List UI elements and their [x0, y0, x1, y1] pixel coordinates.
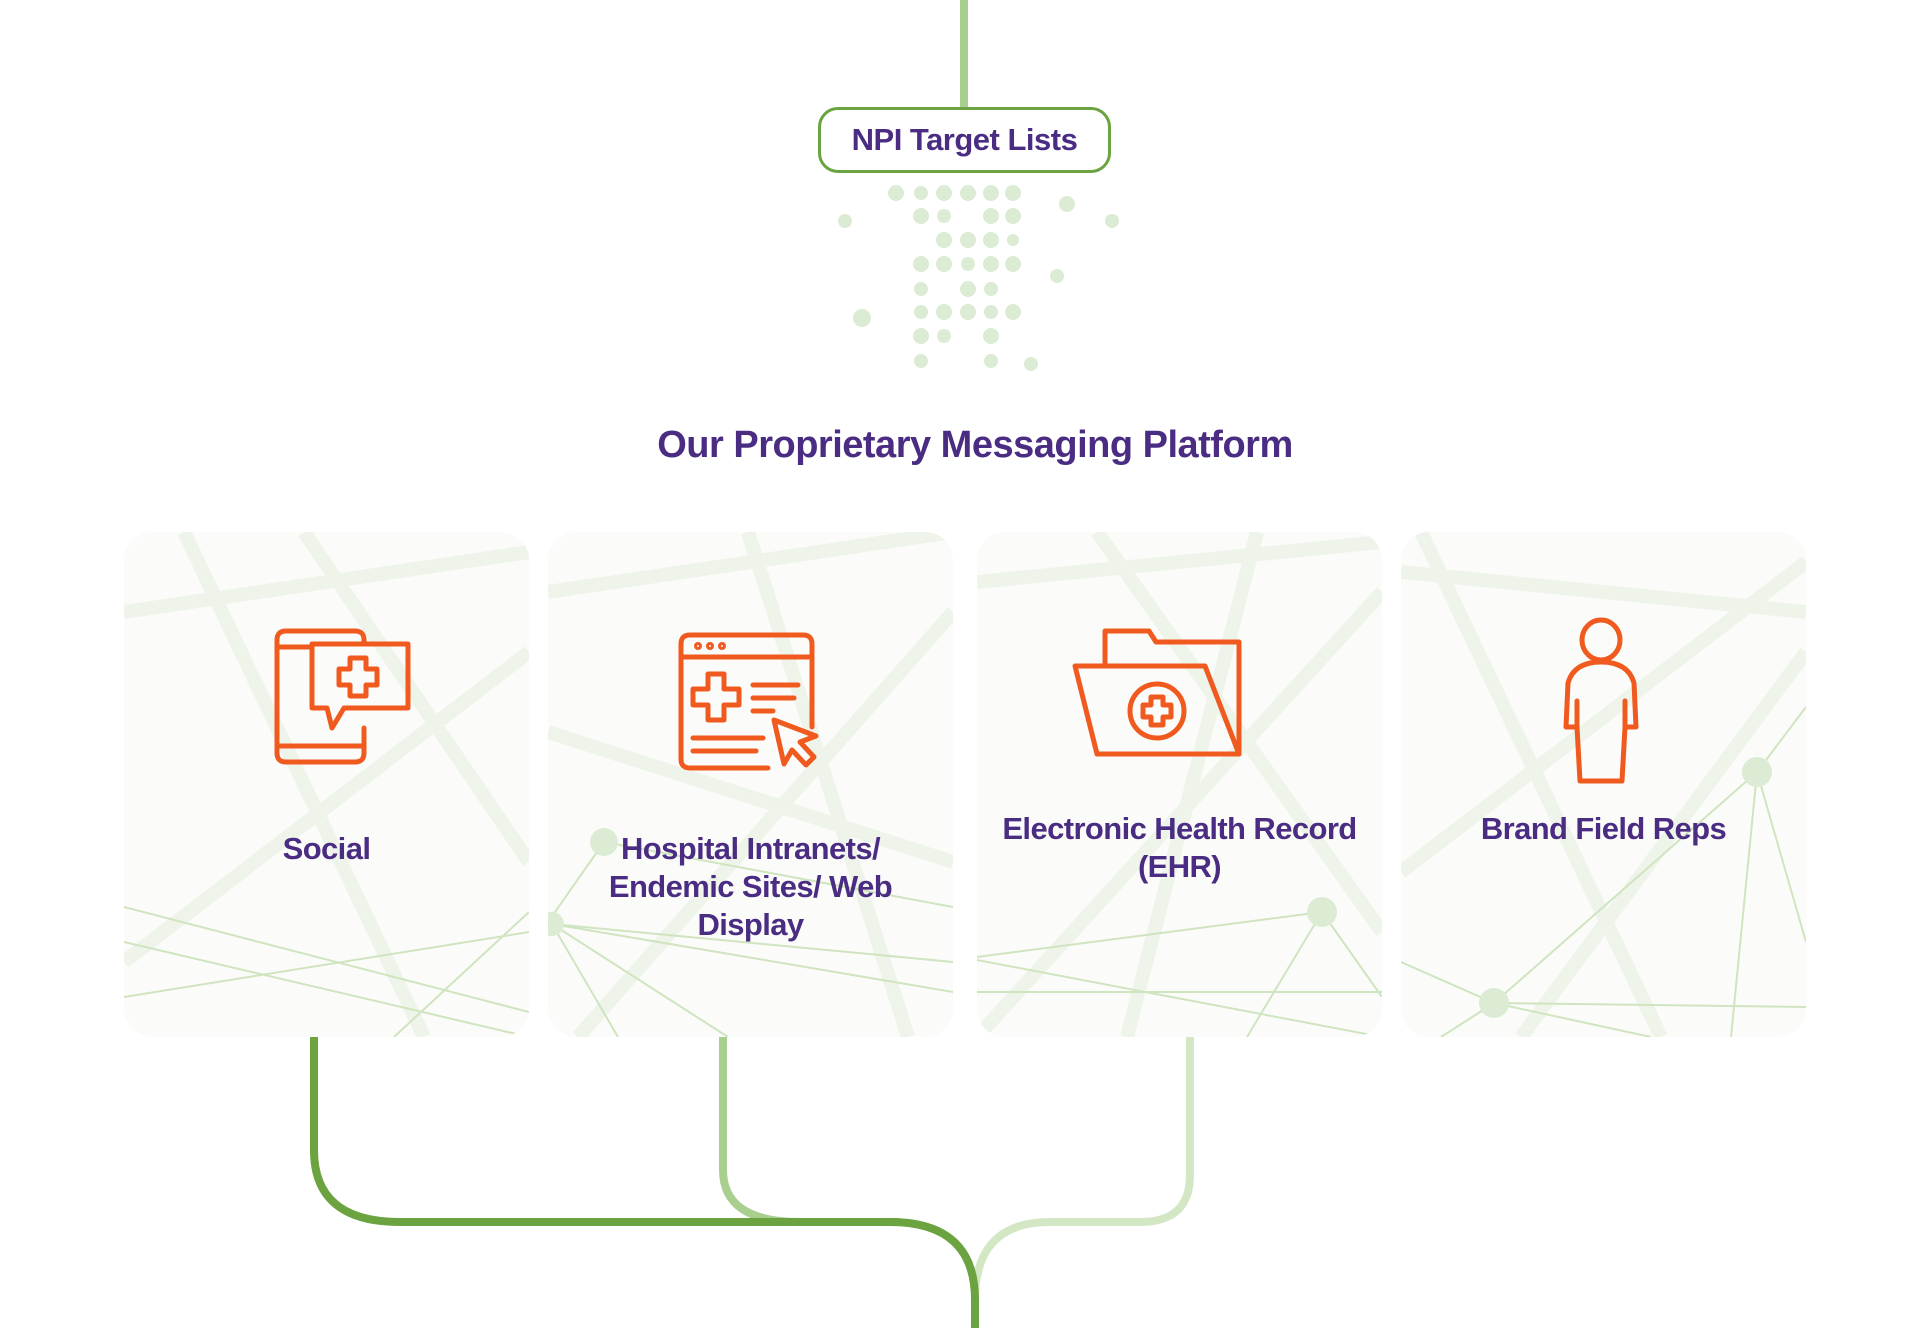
medical-folder-icon [1072, 628, 1242, 757]
dot-cluster [838, 185, 1119, 371]
channel-card-brand-field-reps: Brand Field Reps [1401, 532, 1806, 1037]
connector-social [310, 1037, 979, 1328]
channel-card-hospital-intranets: Hospital Intranets/ Endemic Sites/ Web D… [548, 532, 953, 1037]
npi-target-lists-box: NPI Target Lists [818, 107, 1111, 173]
network-background [977, 532, 1382, 1037]
channel-card-social: Social [124, 532, 529, 1037]
channel-label: Hospital Intranets/ Endemic Sites/ Web D… [608, 831, 893, 942]
channel-label: Social [282, 831, 371, 866]
npi-target-lists-label: NPI Target Lists [851, 122, 1078, 157]
connector-hospital [719, 1037, 900, 1226]
person-icon [1563, 617, 1639, 784]
connector-ehr [971, 1037, 1194, 1328]
platform-title: Our Proprietary Messaging Platform [657, 424, 1293, 466]
channel-label: Electronic Health Record (EHR) [1002, 811, 1357, 884]
medical-web-browser-icon [678, 632, 819, 771]
network-background [1401, 532, 1806, 1037]
network-background [548, 532, 953, 1037]
mobile-medical-chat-icon [274, 628, 411, 765]
channel-label: Brand Field Reps [1480, 811, 1727, 846]
network-background [124, 532, 529, 1037]
channel-card-ehr: Electronic Health Record (EHR) [977, 532, 1382, 1037]
